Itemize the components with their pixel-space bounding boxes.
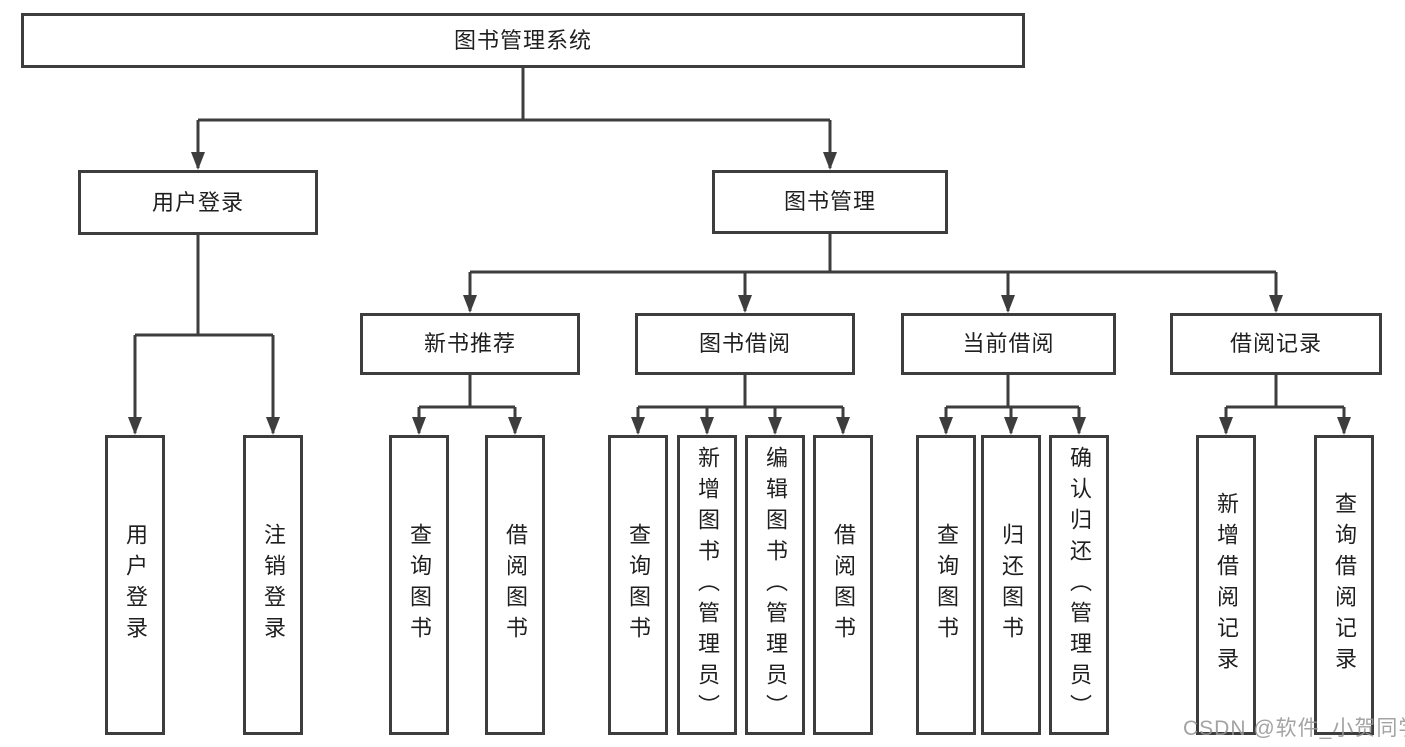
leaf-query-books-recommend: 查询图书 [389, 435, 449, 735]
node-book-management-label: 图书管理 [783, 189, 876, 214]
node-user-login-label: 用户登录 [151, 189, 244, 215]
leaf-add-book-admin: 新增图书（管理员） [677, 435, 737, 735]
leaf-query-books-current: 查询图书 [916, 435, 976, 735]
node-new-book-recommend: 新书推荐 [360, 313, 580, 375]
node-new-book-recommend-label: 新书推荐 [423, 331, 516, 356]
leaf-user-login: 用户登录 [105, 435, 165, 735]
leaf-query-books-borrow: 查询图书 [608, 435, 668, 735]
leaf-return-book: 归还图书 [981, 435, 1041, 735]
leaf-borrow-books-label: 借阅图书 [831, 523, 856, 647]
leaf-edit-book-admin: 编辑图书（管理员） [745, 435, 805, 735]
node-current-borrow: 当前借阅 [901, 313, 1116, 375]
leaf-return-book-label: 归还图书 [999, 523, 1024, 647]
node-borrow-records: 借阅记录 [1170, 313, 1382, 375]
leaf-user-login-label: 用户登录 [123, 523, 148, 647]
leaf-confirm-return-admin: 确认归还（管理员） [1049, 435, 1109, 735]
leaf-query-books-recommend-label: 查询图书 [407, 523, 432, 647]
node-book-borrow: 图书借阅 [635, 313, 855, 375]
leaf-add-borrow-record-label: 新增借阅记录 [1214, 492, 1239, 678]
leaf-borrow-books: 借阅图书 [813, 435, 873, 735]
leaf-logout: 注销登录 [243, 435, 303, 735]
leaf-query-borrow-record-label: 查询借阅记录 [1332, 492, 1357, 678]
leaf-query-books-current-label: 查询图书 [934, 523, 959, 647]
node-book-borrow-label: 图书借阅 [698, 331, 791, 356]
leaf-borrow-books-recommend-label: 借阅图书 [503, 523, 528, 647]
leaf-add-book-admin-label: 新增图书（管理员） [695, 445, 720, 725]
watermark: CSDN @软件_小贺同学 [1183, 717, 1405, 740]
node-current-borrow-label: 当前借阅 [962, 331, 1055, 356]
leaf-query-books-borrow-label: 查询图书 [626, 523, 651, 647]
leaf-logout-label: 注销登录 [261, 523, 286, 647]
leaf-borrow-books-recommend: 借阅图书 [485, 435, 545, 735]
leaf-edit-book-admin-label: 编辑图书（管理员） [763, 445, 788, 725]
node-book-management: 图书管理 [712, 170, 948, 234]
leaf-add-borrow-record: 新增借阅记录 [1196, 435, 1256, 735]
leaf-confirm-return-admin-label: 确认归还（管理员） [1067, 445, 1092, 725]
node-library-system: 图书管理系统 [21, 13, 1025, 68]
node-library-system-label: 图书管理系统 [453, 27, 592, 53]
node-user-login: 用户登录 [78, 170, 318, 235]
leaf-query-borrow-record: 查询借阅记录 [1314, 435, 1374, 735]
node-borrow-records-label: 借阅记录 [1229, 331, 1322, 356]
